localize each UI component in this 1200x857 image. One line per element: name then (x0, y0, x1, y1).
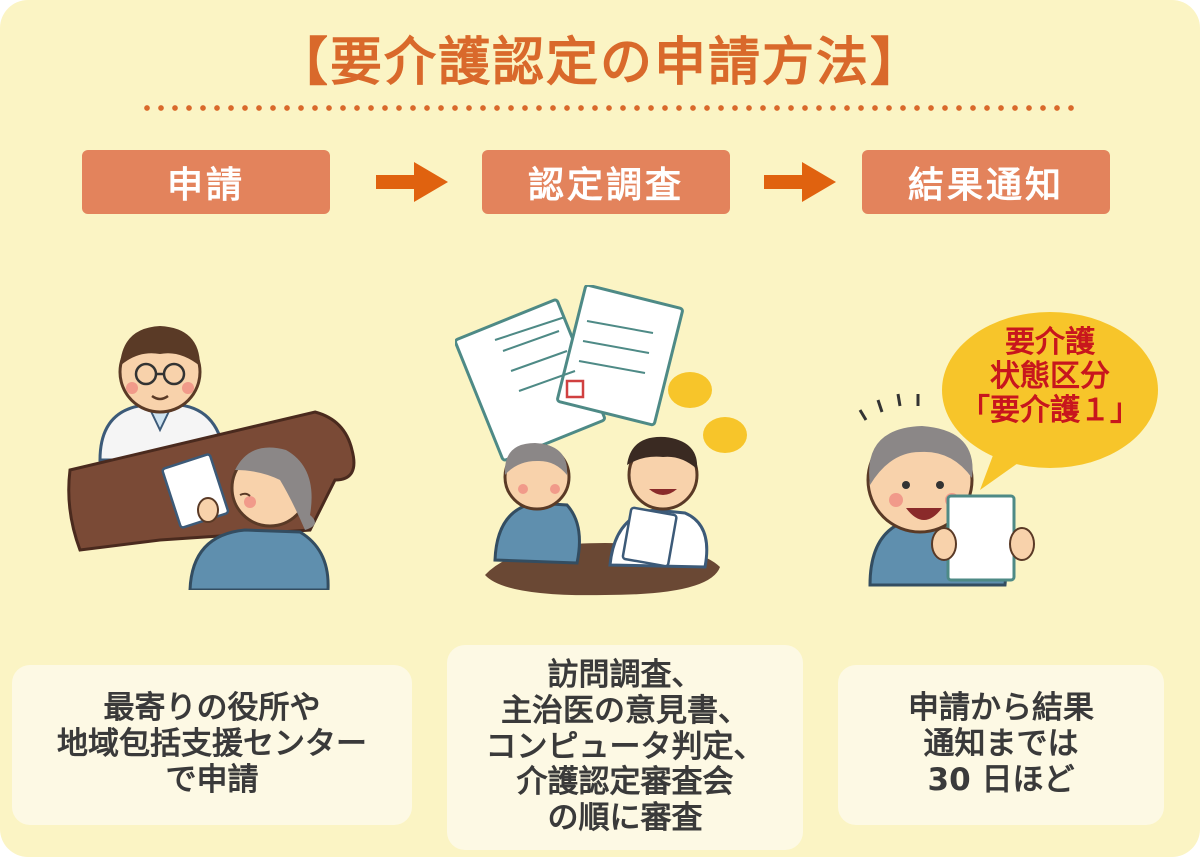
step-label-application: 申請 (82, 150, 330, 214)
desc-line: 30 日ほど (927, 761, 1075, 798)
result-notification-illustration (858, 312, 1158, 587)
page-title: 【要介護認定の申請方法】 (275, 33, 924, 93)
bubble-line: 要介護 (1005, 325, 1095, 360)
application-counter-illustration (67, 326, 356, 590)
arrow-right-icon (764, 162, 836, 202)
care-level-bubble-text: 要介護 状態区分 「要介護１」 (940, 326, 1160, 428)
desc-line: 介護認定審査会 (516, 764, 734, 801)
dotted-divider (140, 104, 1080, 112)
desc-line: 通知までは (923, 726, 1079, 763)
desc-line: で申請 (165, 761, 259, 798)
desc-line: 申請から結果 (908, 690, 1094, 727)
desc-box-application: 最寄りの役所や 地域包括支援センター で申請 (12, 665, 412, 825)
desc-line: コンピュータ判定、 (485, 728, 765, 765)
desc-box-result: 申請から結果 通知までは 30 日ほど (838, 665, 1164, 825)
desc-line: 地域包括支援センター (57, 726, 367, 763)
speech-bubble-icon (942, 312, 1158, 490)
bubble-line: 状態区分 (990, 358, 1110, 394)
survey-illustration (455, 285, 747, 596)
bubble-line: 「要介護１」 (960, 392, 1140, 428)
desc-line: 主治医の意見書、 (501, 692, 749, 729)
step-label-result: 結果通知 (862, 150, 1110, 214)
step-label-survey: 認定調査 (482, 150, 730, 214)
desc-line: の順に審査 (547, 800, 703, 837)
desc-box-survey: 訪問調査、 主治医の意見書、 コンピュータ判定、 介護認定審査会 の順に審査 (447, 645, 803, 850)
arrow-right-icon (376, 162, 448, 202)
desc-line: 訪問調査、 (547, 656, 703, 693)
desc-line: 最寄りの役所や (103, 690, 321, 727)
